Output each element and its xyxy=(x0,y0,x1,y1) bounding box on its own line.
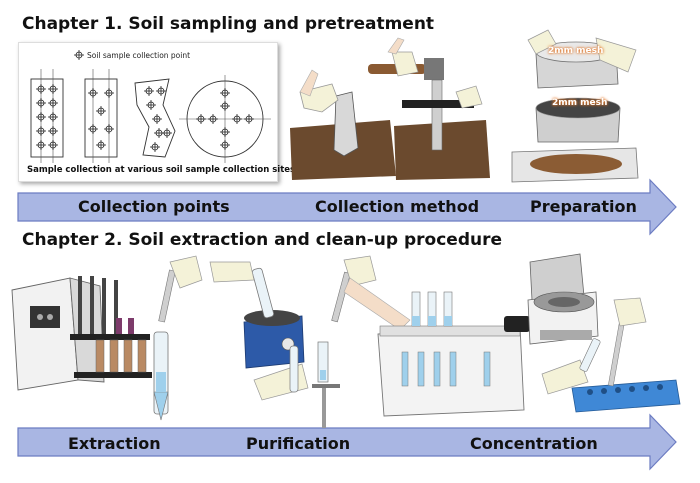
spe-column xyxy=(312,255,411,428)
vortex-mixer xyxy=(209,261,309,401)
chapter2-title: Chapter 2. Soil extraction and clean-up … xyxy=(22,230,503,250)
chapter1-arrow xyxy=(17,178,677,236)
pattern-irregular xyxy=(134,78,176,158)
pattern-circle xyxy=(179,75,271,163)
sieve-stack xyxy=(511,29,639,183)
sampling-pattern-diagram xyxy=(30,49,271,163)
mesh-label-bottom: 2mm mesh xyxy=(552,98,608,108)
panel-caption: Sample collection at various soil sample… xyxy=(27,165,296,175)
spe-manifold xyxy=(377,291,530,417)
soil-block-trowel xyxy=(290,69,396,180)
step-extraction: Extraction xyxy=(68,434,161,453)
step-preparation: Preparation xyxy=(530,197,637,216)
step-concentration: Concentration xyxy=(470,434,598,453)
pattern-grid xyxy=(84,69,118,163)
pattern-rectangle xyxy=(30,69,64,163)
tube-rack-pipette xyxy=(541,297,681,413)
centrifuge xyxy=(527,253,599,345)
mesh-label-top: 2mm mesh xyxy=(548,46,604,56)
step-collection-method: Collection method xyxy=(315,197,480,216)
sampling-pattern-panel: Soil sample collection point Sample coll… xyxy=(18,42,295,182)
chapter2-arrow xyxy=(17,413,677,471)
pipette-tube xyxy=(153,255,203,421)
soil-block-auger xyxy=(368,37,490,180)
step-purification: Purification xyxy=(246,434,351,453)
step-collection-points: Collection points xyxy=(78,197,230,216)
extraction-instrument xyxy=(11,276,152,391)
legend-label: Soil sample collection point xyxy=(87,51,191,60)
chapter1-title: Chapter 1. Soil sampling and pretreatmen… xyxy=(22,14,435,34)
